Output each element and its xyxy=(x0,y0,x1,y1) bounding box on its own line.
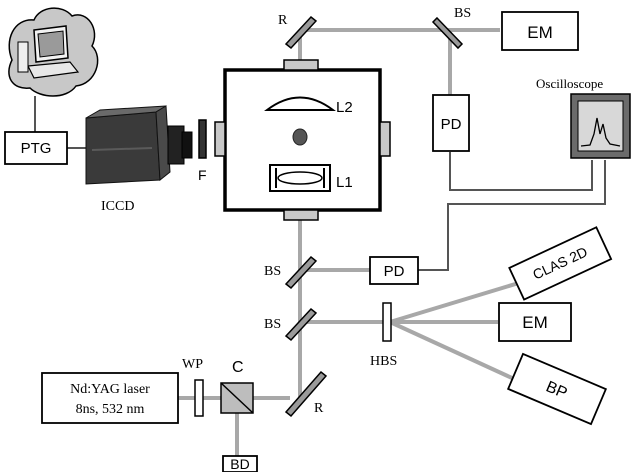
label-oscilloscope: Oscilloscope xyxy=(536,76,603,91)
label-ptg: PTG xyxy=(21,140,52,157)
beamsplitter-bs-mid xyxy=(284,255,318,290)
signal-wires xyxy=(34,96,606,271)
iccd-camera-icon xyxy=(85,105,193,185)
chamber-window-left xyxy=(214,121,226,157)
label-filter: F xyxy=(198,167,207,183)
label-iccd: ICCD xyxy=(101,199,134,214)
instrument-boxes xyxy=(4,11,613,472)
label-wp: WP xyxy=(182,357,203,372)
label-em-low: EM xyxy=(522,313,548,332)
computer-icon xyxy=(8,7,99,97)
bd-box xyxy=(222,455,258,472)
chamber-window-bottom xyxy=(283,209,319,221)
wire-pd-mid-to-scope xyxy=(418,160,606,271)
label-c: C xyxy=(232,359,244,376)
label-bp: BP xyxy=(543,378,569,402)
mirror-r-low xyxy=(284,370,328,418)
label-bs-low: BS xyxy=(264,317,281,332)
label-r-top: R xyxy=(278,13,288,28)
chamber-window-right xyxy=(379,121,391,157)
laser-box xyxy=(41,372,179,424)
half-beamsplitter-hbs xyxy=(382,302,392,342)
optics xyxy=(194,15,464,418)
beam-hbs-to-bp xyxy=(389,320,513,380)
label-laser-line1: Nd:YAG laser xyxy=(70,382,150,397)
pd-right-box xyxy=(432,94,470,152)
lens-l2 xyxy=(264,96,336,111)
waveplate-wp xyxy=(194,379,204,417)
label-l2: L2 xyxy=(336,99,353,116)
beamsplitter-bs-top xyxy=(431,16,464,50)
clas-box xyxy=(508,226,613,301)
label-laser-line2: 8ns, 532 nm xyxy=(76,402,145,417)
pd-mid-box xyxy=(369,256,419,285)
label-l1: L1 xyxy=(336,174,353,191)
chamber-window-top xyxy=(283,59,319,71)
label-hbs: HBS xyxy=(370,354,397,369)
label-pd-mid: PD xyxy=(384,263,405,280)
target-sample xyxy=(292,128,308,146)
em-top-box xyxy=(501,11,579,51)
beam-hbs-to-clas xyxy=(389,280,523,324)
lens-l1 xyxy=(269,164,331,192)
wire-pd-right-to-scope xyxy=(449,152,593,191)
bp-box xyxy=(506,352,608,426)
beamsplitter-bs-low xyxy=(284,307,318,342)
label-pd-right: PD xyxy=(441,116,462,133)
em-low-box xyxy=(498,302,572,342)
label-bd: BD xyxy=(230,456,249,472)
ptg-box xyxy=(4,131,68,165)
filter-f xyxy=(198,119,207,159)
label-bs-top: BS xyxy=(454,6,471,21)
polarizer-cube xyxy=(220,382,254,414)
oscilloscope-icon xyxy=(570,93,631,159)
vacuum-chamber xyxy=(214,59,391,221)
label-r-low: R xyxy=(314,401,324,416)
label-em-top: EM xyxy=(527,23,553,42)
label-bs-mid: BS xyxy=(264,264,281,279)
mirror-r-top xyxy=(284,15,318,50)
